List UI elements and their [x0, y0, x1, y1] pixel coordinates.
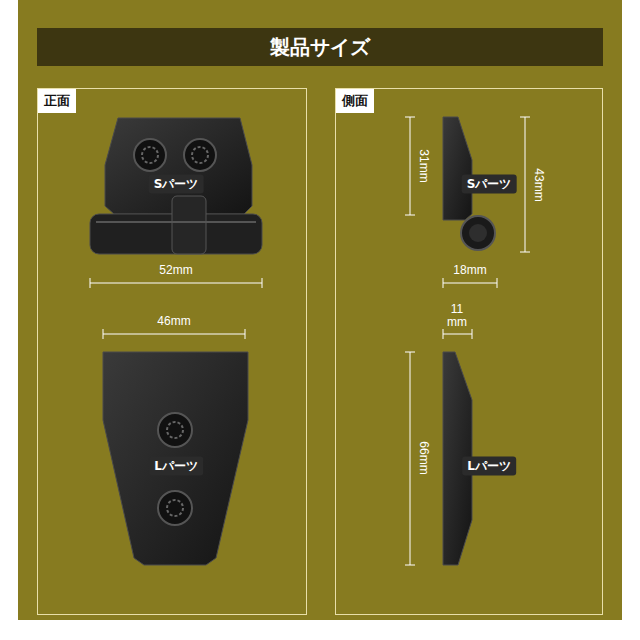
dimension-label: 31mm — [417, 149, 431, 182]
part-label: Sパーツ — [149, 175, 204, 194]
dimension-label: 66mm — [417, 441, 431, 474]
dimension-label: 43mm — [532, 168, 546, 201]
dimension-label: 52mm — [159, 263, 192, 277]
dimension-label: 11 mm — [445, 303, 469, 329]
l-part-front — [103, 352, 248, 565]
part-name: Sパーツ — [467, 177, 512, 191]
page-title: 製品サイズ — [270, 34, 370, 61]
s-part-front — [90, 118, 262, 254]
view-heading: 正面 — [38, 89, 76, 113]
dimension-label: 46mm — [157, 314, 190, 328]
part-label: Lパーツ — [462, 457, 516, 476]
part-label: Lパーツ — [149, 457, 203, 476]
part-label: Sパーツ — [462, 175, 517, 194]
dimension-lines — [90, 117, 530, 565]
part-name: Lパーツ — [154, 459, 198, 473]
dimension-label: 18mm — [453, 263, 486, 277]
title-bar — [37, 28, 603, 66]
part-name: Lパーツ — [467, 459, 511, 473]
view-panel: 側面 Sパーツ Lパーツ — [335, 88, 603, 615]
view-panel: 正面 Sパーツ Lパーツ — [37, 88, 307, 615]
part-name: Sパーツ — [154, 177, 199, 191]
olive-ground — [18, 0, 622, 620]
view-heading: 側面 — [336, 89, 374, 113]
